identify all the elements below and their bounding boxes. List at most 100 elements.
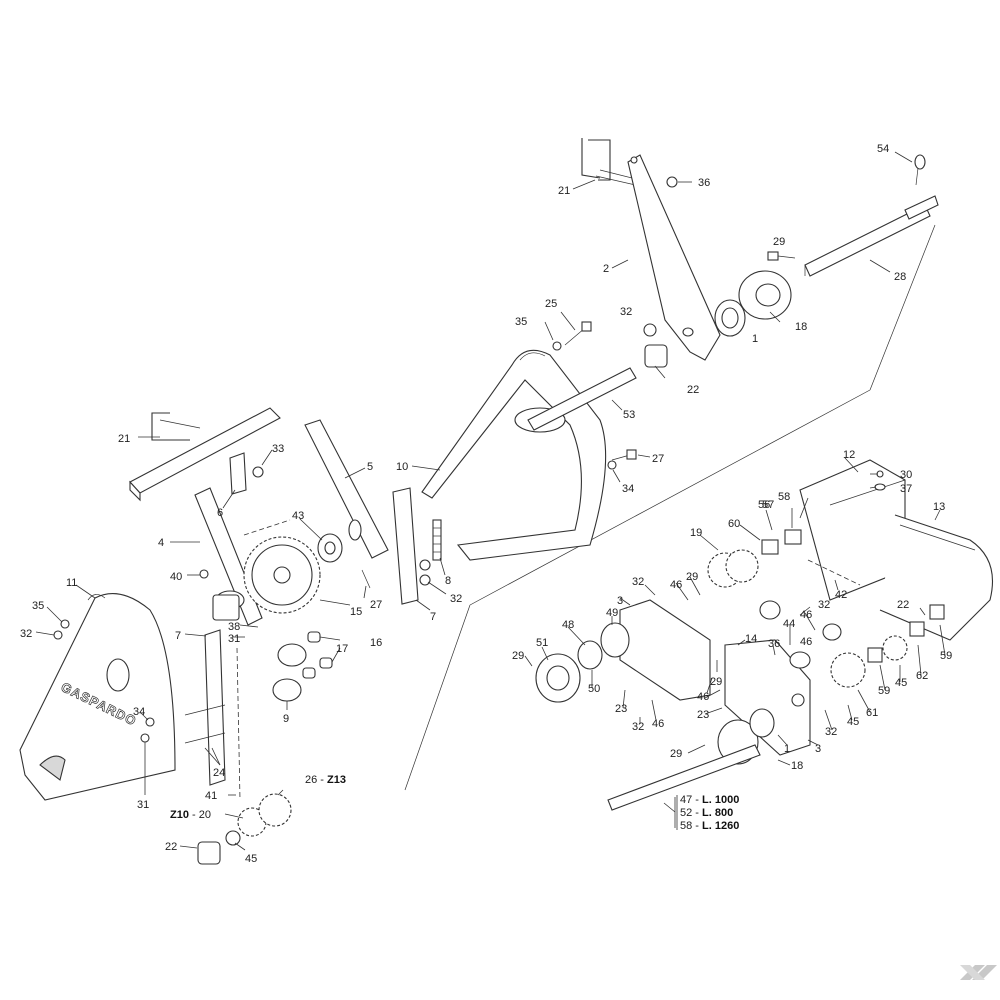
sprocket-z13-label: 26 - Z13: [305, 774, 346, 786]
label-11: 11: [66, 577, 77, 589]
label-31-upper: 31: [228, 633, 240, 645]
label-54: 54: [877, 143, 889, 155]
part-41-chain: [236, 519, 291, 801]
label-37: 37: [900, 483, 912, 495]
label-44: 44: [783, 618, 795, 630]
watermark-logo-icon: [960, 965, 997, 980]
part-42-chain-right: [807, 559, 861, 586]
label-56: 56: [758, 499, 770, 511]
part-44-46-spacers: [759, 600, 842, 669]
label-28: 28: [894, 271, 906, 283]
part-34-washer-upper: [607, 460, 617, 470]
part-43-hub: [317, 533, 343, 563]
leader-lines: [35, 151, 946, 851]
label-32-left: 32: [20, 628, 32, 640]
part-25-bolt: [552, 321, 592, 351]
label-45-far: 45: [895, 677, 907, 689]
z10-part-number: - 20: [189, 809, 211, 821]
part-61-sprocket: [830, 652, 866, 688]
label-40: 40: [170, 571, 182, 583]
part-51-flange: [535, 653, 581, 703]
part-27-bolt-upper: [611, 449, 637, 461]
label-21-left: 21: [118, 433, 130, 445]
label-29-top: 29: [773, 236, 785, 248]
label-41: 41: [205, 790, 217, 802]
part-56-57-58-60-blocks: [761, 529, 802, 555]
label-46-upper: 46: [670, 579, 682, 591]
variant-58-number: 58 -: [680, 820, 702, 832]
part-29-bolt: [767, 251, 796, 261]
part-3-plate-upper: [619, 599, 711, 701]
label-12: 12: [843, 449, 855, 461]
part-15-sprocket-large: [243, 536, 321, 614]
label-5: 5: [367, 461, 373, 473]
label-19: 19: [690, 527, 702, 539]
variant-47-number: 47 -: [680, 794, 702, 806]
label-8: 8: [445, 575, 451, 587]
label-60: 60: [728, 518, 740, 530]
z13-tooth-count: Z13: [327, 774, 346, 786]
part-36-nut: [666, 176, 678, 188]
part-4-bracket: [194, 487, 263, 626]
part-10-triangular-frame: [421, 349, 607, 561]
label-29-lower: 29: [670, 748, 682, 760]
separator-line-upper: [869, 224, 936, 391]
part-square-tube-beam: [129, 407, 281, 502]
part-22-45-coupling-lower: [197, 830, 241, 865]
part-48-49-50-bearings: [577, 622, 630, 670]
part-9-16-17-rollers: [272, 631, 333, 702]
part-22-coupling: [644, 344, 668, 368]
label-35-center: 35: [515, 316, 527, 328]
label-48: 48: [562, 619, 574, 631]
label-3-upper: 3: [617, 595, 623, 607]
label-1-top: 1: [752, 333, 758, 345]
sprocket-z10-label: Z10 - 20: [170, 809, 211, 821]
label-43: 43: [292, 510, 304, 522]
part-47-52-58-long-shaft: [607, 744, 761, 811]
part-32-nut-upper: [643, 323, 657, 337]
svg-text:47 - L. 1000: 47 - L. 1000: [680, 794, 739, 806]
label-18-top: 18: [795, 321, 807, 333]
label-31-lower: 31: [137, 799, 149, 811]
label-45-right: 45: [847, 716, 859, 728]
label-59-left: 59: [878, 685, 890, 697]
label-22-right: 22: [897, 599, 909, 611]
label-3-lower: 3: [815, 743, 821, 755]
part-54-linch-pin: [914, 154, 926, 186]
label-46-right: 46: [800, 636, 812, 648]
label-36: 36: [698, 177, 710, 189]
z13-part-number: 26 -: [305, 774, 327, 786]
part-2-arm-plate: [627, 154, 721, 361]
label-18-lower: 18: [791, 760, 803, 772]
label-4: 4: [158, 537, 164, 549]
label-46-mid: 46: [800, 609, 812, 621]
label-27-lower: 27: [370, 599, 382, 611]
part-35-32-fasteners-left: [53, 619, 70, 640]
label-58: 58: [778, 491, 790, 503]
label-53: 53: [623, 409, 635, 421]
separator-line-mid: [469, 389, 871, 606]
label-49: 49: [606, 607, 618, 619]
part-11-chain-guard-cover: GASPARDO: [19, 593, 176, 801]
label-42: 42: [835, 589, 847, 601]
part-21-u-bolt-left: [151, 412, 201, 441]
svg-text:Z10 - 20: Z10 - 20: [170, 809, 211, 821]
variant-52-length: L. 800: [702, 807, 733, 819]
label-9: 9: [283, 713, 289, 725]
variant-47-length: L. 1000: [702, 794, 739, 806]
part-53-square-shaft: [527, 367, 637, 431]
label-46-lower: 46: [652, 718, 664, 730]
label-32-right-lower: 32: [825, 726, 837, 738]
svg-text:58 - L. 1260: 58 - L. 1260: [680, 820, 739, 832]
part-7-tensioner-arm-upper: [392, 487, 419, 605]
label-32-right: 32: [818, 599, 830, 611]
part-8-spring: [432, 519, 442, 561]
label-22-upper: 22: [687, 384, 699, 396]
label-32-lower: 32: [632, 721, 644, 733]
label-36-right: 36: [768, 638, 780, 650]
variant-52-number: 52 -: [680, 807, 702, 819]
label-24: 24: [213, 767, 225, 779]
part-40-grease-fitting: [199, 569, 209, 579]
part-19-sprocket-right: [707, 549, 759, 588]
label-29-right: 29: [686, 571, 698, 583]
